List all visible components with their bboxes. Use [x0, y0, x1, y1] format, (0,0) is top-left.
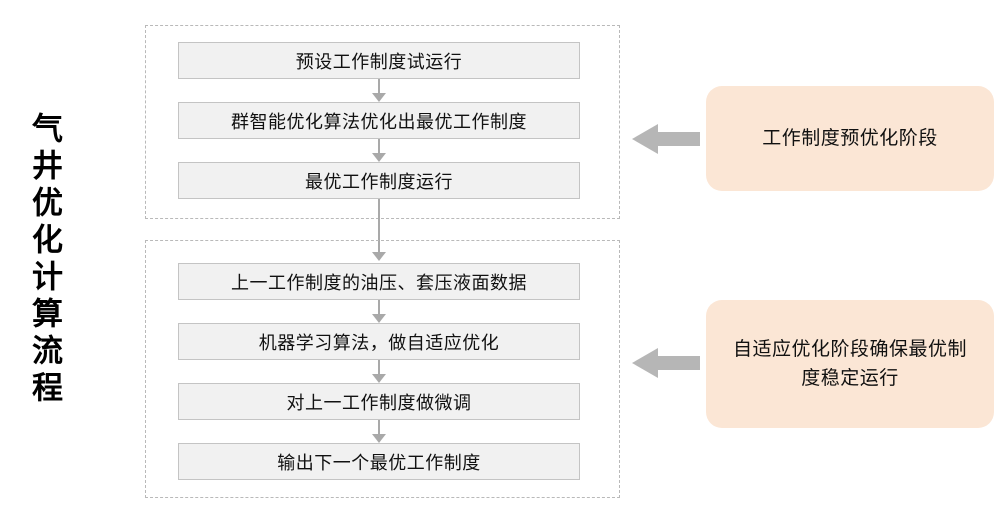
connector-line-2: [378, 139, 380, 156]
process-box-swarm-intelligence-optimization[interactable]: 群智能优化算法优化出最优工作制度: [178, 102, 580, 139]
connector-line-3: [378, 300, 380, 317]
callout-adaptive-optimization-stage: 自适应优化阶段确保最优制度稳定运行: [706, 300, 994, 428]
group-container-pre-optimization: [145, 25, 620, 219]
connector-line-bridge: [378, 199, 380, 255]
connector-arrow-2: [372, 153, 386, 162]
arrow-head: [632, 124, 658, 154]
connector-line-4: [378, 360, 380, 377]
process-box-machine-learning-adaptive[interactable]: 机器学习算法，做自适应优化: [178, 323, 580, 360]
connector-arrow-1: [372, 93, 386, 102]
connector-arrow-bridge: [372, 252, 386, 261]
left-arrow-icon-adaptive-optimization: [632, 348, 700, 378]
group-container-adaptive-optimization: [145, 240, 620, 498]
page-title-vertical: 气井优化计算流程: [27, 112, 62, 408]
process-box-preset-trial-run[interactable]: 预设工作制度试运行: [178, 42, 580, 79]
left-arrow-icon-pre-optimization: [632, 124, 700, 154]
process-box-optimal-regime-run[interactable]: 最优工作制度运行: [178, 162, 580, 199]
connector-arrow-3: [372, 314, 386, 323]
arrow-head: [632, 348, 658, 378]
connector-line-1: [378, 79, 380, 96]
connector-line-5: [378, 420, 380, 437]
arrow-shaft: [656, 132, 700, 146]
callout-pre-optimization-stage: 工作制度预优化阶段: [706, 86, 994, 191]
arrow-shaft: [656, 356, 700, 370]
connector-arrow-4: [372, 374, 386, 383]
process-box-output-next-optimal-regime[interactable]: 输出下一个最优工作制度: [178, 443, 580, 480]
process-box-fine-tune-regime[interactable]: 对上一工作制度做微调: [178, 383, 580, 420]
process-box-previous-regime-data[interactable]: 上一工作制度的油压、套压液面数据: [178, 263, 580, 300]
connector-arrow-5: [372, 434, 386, 443]
